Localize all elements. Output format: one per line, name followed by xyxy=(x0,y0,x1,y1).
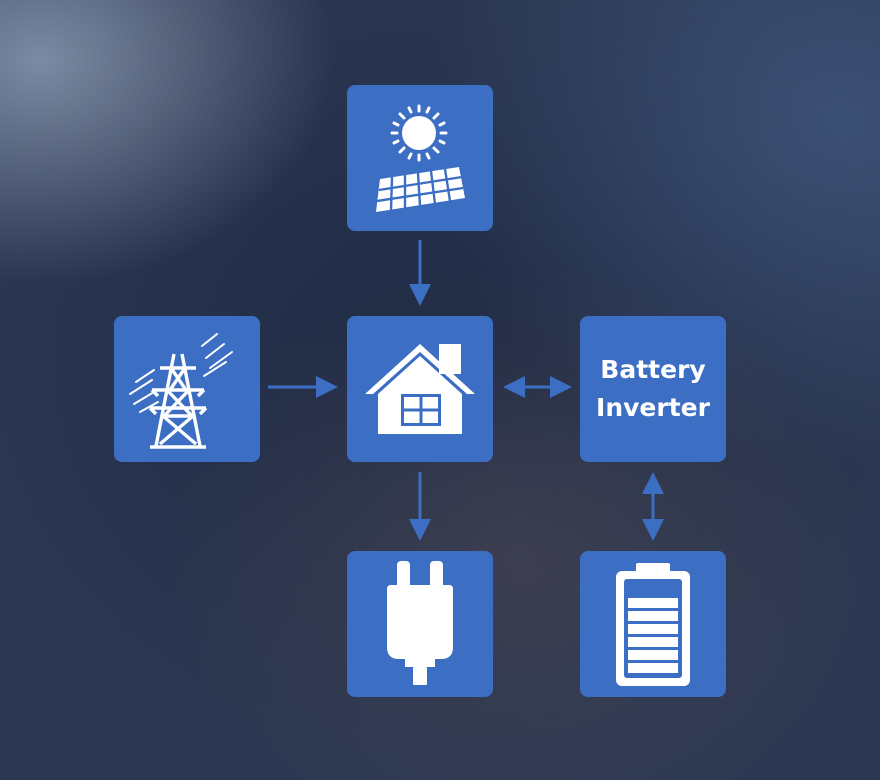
arrowhead-home-inverter-start xyxy=(503,376,525,398)
arrowhead-solar-home-end xyxy=(409,284,431,306)
arrowhead-home-inverter-end xyxy=(550,376,572,398)
arrowhead-inverter-battery-end xyxy=(642,519,664,541)
load-node xyxy=(347,551,493,697)
home-node xyxy=(347,316,493,462)
arrowhead-grid-home-end xyxy=(316,376,338,398)
inverter-label-line1: Battery xyxy=(600,355,706,384)
power-tower-icon xyxy=(129,333,233,449)
solar-node xyxy=(347,85,493,231)
battery-node xyxy=(580,551,726,697)
arrowhead-home-load-end xyxy=(409,519,431,541)
plug-icon xyxy=(387,561,453,685)
arrowhead-inverter-battery-start xyxy=(642,472,664,494)
inverter-label-line2: Inverter xyxy=(596,393,710,422)
battery-inverter-node: Battery Inverter xyxy=(580,316,726,462)
solar-panel-icon xyxy=(376,104,465,212)
battery-icon xyxy=(616,563,690,686)
grid-node xyxy=(114,316,260,462)
battery-inverter-label: Battery Inverter xyxy=(596,351,710,427)
house-icon xyxy=(365,344,475,434)
